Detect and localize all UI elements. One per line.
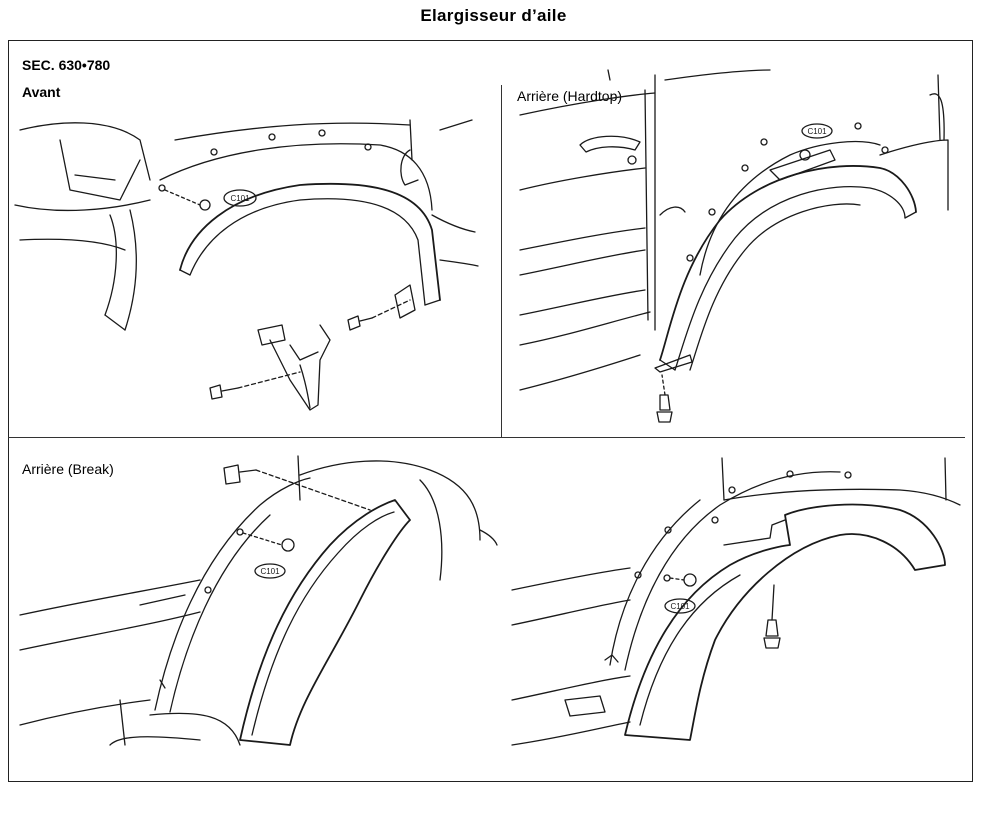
rear-hardtop-fender-illustration: [519, 69, 949, 423]
callout-rear-hardtop: C101: [807, 127, 827, 136]
panel-label-front: Avant: [22, 84, 61, 100]
rear-fitted-fender-illustration: [511, 457, 961, 746]
rear-break-fender-illustration: [19, 455, 498, 746]
callout-rear-fitted: C101: [670, 602, 690, 611]
diagram-frame: [8, 40, 973, 782]
front-fender-illustration: [14, 119, 479, 411]
section-label: SEC. 630•780: [22, 57, 111, 73]
panel-label-rear-break: Arrière (Break): [22, 461, 114, 477]
panel-divider-horizontal: [8, 437, 965, 438]
page-title: Elargisseur d’aile: [420, 6, 567, 25]
panel-divider-vertical: [501, 85, 502, 437]
callout-rear-break: C101: [260, 567, 280, 576]
callout-front: C101: [230, 194, 250, 203]
